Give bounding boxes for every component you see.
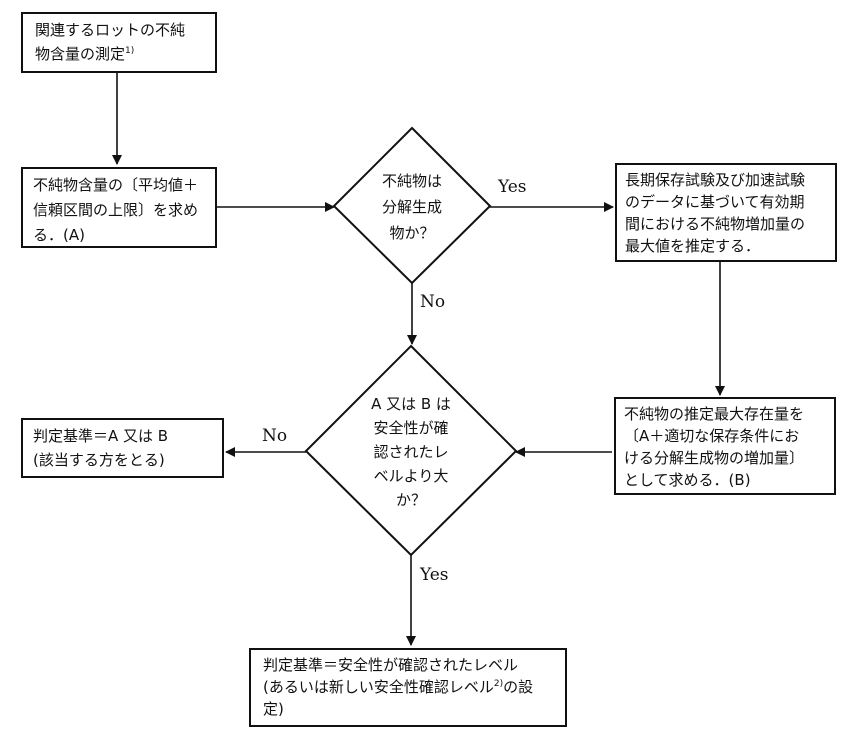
footnote-1-marker: 1) <box>125 46 135 56</box>
criterion-ab-line-2: (該当する方をとる) <box>33 451 165 469</box>
calc-b-box: 不純物の推定最大存在量を 〔A＋適切な保存条件にお ける分解生成物の増加量〕 と… <box>614 397 836 495</box>
label-no-degradation: No <box>420 292 446 312</box>
decision-safety-line-4: ベルより大 <box>373 467 449 485</box>
calc-b-line-2: 〔A＋適切な保存条件にお <box>624 427 800 445</box>
decision-safety-line-5: か？ <box>395 491 426 509</box>
calc-b-line-3: ける分解生成物の増加量〕 <box>624 449 805 467</box>
measure-impurity-box: 関連するロットの不純 物含量の測定1) <box>21 12 217 73</box>
criterion-ab-box: 判定基準＝A 又は B (該当する方をとる) <box>21 418 224 478</box>
calc-a-line-1: 不純物含量の〔平均値＋ <box>33 176 199 194</box>
decision-safety-line-2: 安全性が確 <box>373 419 449 437</box>
calc-a-box: 不純物含量の〔平均値＋ 信頼区間の上限〕を求め る．(A) <box>21 167 217 248</box>
calc-b-line-4: として求める．(B) <box>624 471 751 489</box>
decision-safety-line-1: A 又は B は <box>371 395 451 413</box>
decision-safety-diamond <box>304 344 518 557</box>
decision-degradation-line-3: 物か？ <box>389 224 435 242</box>
estimate-max-line-3: 間における不純物増加量の <box>625 215 806 233</box>
estimate-max-line-1: 長期保存試験及び加速試験 <box>625 171 806 189</box>
decision-degradation-diamond <box>332 126 492 285</box>
calc-a-line-2: 信頼区間の上限〕を求め <box>33 201 199 219</box>
measure-impurity-line-2: 物含量の測定 <box>35 45 126 63</box>
estimate-max-increase-box: 長期保存試験及び加速試験 のデータに基づいて有効期 間における不純物増加量の 最… <box>615 163 837 262</box>
label-yes-degradation: Yes <box>498 177 527 197</box>
estimate-max-line-4: 最大値を推定する． <box>625 237 761 255</box>
decision-degradation-text: 不純物は 分解生成 物か？ <box>352 168 472 246</box>
criterion-safety-line-3: 定) <box>263 700 284 718</box>
calc-a-line-3: る．(A) <box>33 226 85 244</box>
criterion-safety-line-1: 判定基準＝安全性が確認されたレベル <box>263 656 519 674</box>
label-no-safety: No <box>262 426 288 446</box>
label-yes-safety: Yes <box>420 565 449 585</box>
footnote-2-marker: 2) <box>493 679 504 689</box>
calc-b-line-1: 不純物の推定最大存在量を <box>624 405 805 423</box>
estimate-max-line-2: のデータに基づいて有効期 <box>625 193 805 211</box>
criterion-ab-line-1: 判定基準＝A 又は B <box>33 427 169 445</box>
measure-impurity-line-1: 関連するロットの不純 <box>35 21 186 39</box>
criterion-safety-box: 判定基準＝安全性が確認されたレベル (あるいは新しい安全性確認レベル2)の設 定… <box>249 648 567 727</box>
criterion-safety-line-2b: の設 <box>503 678 534 696</box>
criterion-safety-line-2a: (あるいは新しい安全性確認レベル <box>263 678 494 696</box>
decision-safety-text: A 又は B は 安全性が確 認されたレ ベルより大 か？ <box>346 392 476 512</box>
decision-safety-line-3: 認されたレ <box>373 443 449 461</box>
decision-degradation-line-1: 不純物は <box>381 172 442 190</box>
decision-degradation-line-2: 分解生成 <box>381 198 442 216</box>
